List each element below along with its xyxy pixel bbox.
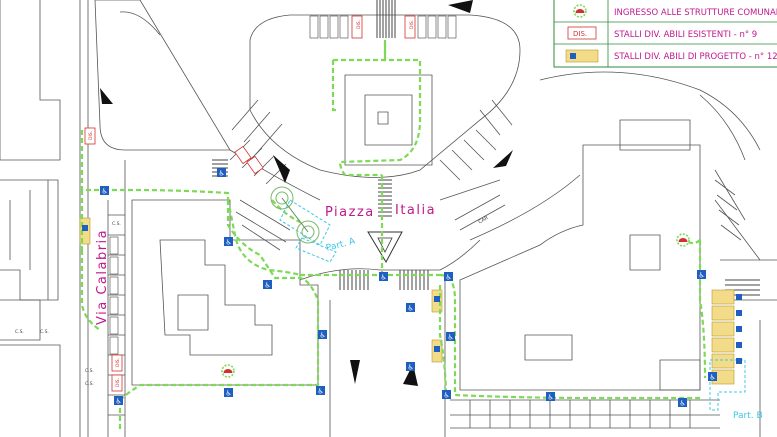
wheelchair-icon — [434, 296, 440, 302]
wheelchair-icon: ♿ — [379, 272, 388, 282]
svg-text:♿: ♿ — [448, 334, 454, 342]
dis-labels: DIS. DIS. DIS. DIS. DIS. — [88, 20, 415, 387]
wheelchair-icon: ♿ — [217, 168, 226, 178]
wheelchair-icon: ♿ — [678, 398, 687, 408]
label-part-b: Part. B — [733, 411, 763, 421]
wheelchair-icon — [82, 225, 88, 231]
wheelchair-icon — [434, 346, 440, 352]
wheelchair-icon: ♿ — [114, 396, 123, 406]
legend-entrance-icon — [573, 4, 587, 18]
cs-label: C.S. — [85, 368, 94, 374]
cs-label: C.S. — [40, 329, 49, 335]
wheelchair-icon: ♿ — [100, 186, 109, 196]
dis-label: DIS. — [115, 358, 121, 367]
wheelchair-icon: ♿ — [446, 332, 455, 342]
svg-text:♿: ♿ — [219, 170, 225, 178]
dis-label: DIS. — [88, 131, 94, 140]
cs-label: C.S. — [15, 329, 24, 335]
svg-text:♿: ♿ — [320, 332, 326, 340]
svg-text:♿: ♿ — [226, 390, 232, 398]
arrow-icon — [448, 0, 473, 13]
part-a-area — [279, 199, 337, 263]
legend-dis-symbol: DIS. — [573, 30, 587, 38]
wheelchair-icon — [736, 294, 742, 300]
svg-text:♿: ♿ — [102, 188, 108, 196]
legend-dis-icon: DIS. — [567, 26, 597, 40]
wheelchair-icon: ♿ — [442, 390, 451, 400]
cs-labels: C.S. C.S. C.S. C.S. C.S. — [15, 221, 121, 387]
crosswalk-center — [378, 179, 392, 217]
wheelchair-icon: ♿ — [546, 392, 555, 402]
svg-text:♿: ♿ — [116, 398, 122, 406]
entrance-marker-icon — [676, 233, 690, 247]
arrow-icon — [493, 150, 513, 168]
wheelchair-icon: ♿ — [697, 270, 706, 280]
arrow-icon — [350, 360, 360, 384]
disabled-parking-icons: ♿ ♿ ♿ ♿ ♿ ♿ ♿ ♿ ♿ ♿ ♿ ♿ ♿ ♿ ♿ ♿ ♿ ♿ — [82, 168, 742, 408]
wheelchair-icon: ♿ — [406, 303, 415, 313]
legend-label-entrance: INGRESSO ALLE STRUTTURE COMUNALI — [614, 8, 777, 18]
wheelchair-icon: ♿ — [224, 388, 233, 398]
dis-label: DIS. — [356, 20, 362, 29]
entrance-markers — [221, 233, 690, 378]
svg-text:♿: ♿ — [444, 392, 450, 400]
wheelchair-icon: ♿ — [316, 386, 325, 396]
svg-text:♿: ♿ — [265, 282, 271, 290]
existing-dis-stalls — [84, 15, 416, 392]
label-car: CAR — [478, 215, 490, 226]
svg-text:♿: ♿ — [710, 374, 716, 382]
legend-label-new: STALLI DIV. ABILI DI PROGETTO - n° 12 — [614, 52, 777, 62]
part-b-area — [709, 359, 746, 411]
svg-text:♿: ♿ — [699, 272, 705, 280]
wheelchair-icon — [736, 326, 742, 332]
label-piazza: Piazza — [325, 205, 375, 220]
crosswalk-lower — [212, 159, 760, 296]
arrow-icon — [100, 88, 113, 104]
svg-text:♿: ♿ — [680, 400, 686, 408]
wheelchair-icon: ♿ — [318, 330, 327, 340]
legend: INGRESSO ALLE STRUTTURE COMUNALI DIS. ST… — [553, 0, 777, 68]
wheelchair-icon — [736, 342, 742, 348]
svg-text:♿: ♿ — [226, 239, 232, 247]
trees — [270, 186, 320, 244]
dis-label: DIS. — [115, 378, 121, 387]
wheelchair-icon: ♿ — [263, 280, 272, 290]
svg-text:♿: ♿ — [548, 394, 554, 402]
cs-label: C.S. — [112, 221, 121, 227]
crosswalk-top — [376, 0, 396, 38]
wheelchair-icon: ♿ — [224, 237, 233, 247]
dis-label: DIS. — [409, 20, 415, 29]
wheelchair-icon — [736, 358, 742, 364]
parking-stall-boxes — [109, 15, 457, 355]
wheelchair-icon: ♿ — [708, 372, 717, 382]
svg-text:♿: ♿ — [408, 305, 414, 313]
svg-text:♿: ♿ — [318, 388, 324, 396]
svg-text:♿: ♿ — [446, 274, 452, 282]
label-via-calabria: Via Calabria — [95, 229, 110, 325]
cs-label: C.S. — [85, 381, 94, 387]
wheelchair-icon: ♿ — [406, 362, 415, 372]
svg-text:♿: ♿ — [408, 364, 414, 372]
entrance-marker-icon — [221, 364, 235, 378]
arrow-icon — [273, 155, 290, 183]
wheelchair-icon — [736, 310, 742, 316]
label-italia: Italia — [395, 203, 436, 218]
svg-text:♿: ♿ — [381, 274, 387, 282]
wheelchair-icon: ♿ — [444, 272, 453, 282]
legend-label-existing: STALLI DIV. ABILI ESISTENTI - n° 9 — [614, 30, 757, 40]
legend-new-stall-icon — [565, 49, 599, 63]
